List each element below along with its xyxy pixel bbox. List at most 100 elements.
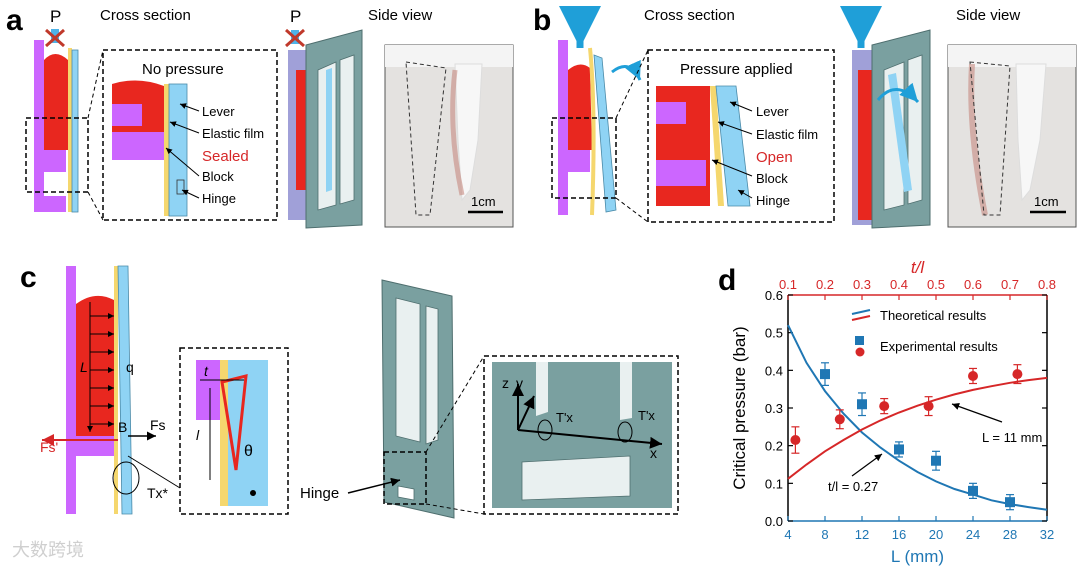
panel-a-p-label: P bbox=[50, 7, 61, 26]
y-tick-label: 0.4 bbox=[765, 363, 783, 378]
legend-marker-square bbox=[855, 336, 864, 345]
x2-tick-label: 0.1 bbox=[779, 277, 797, 292]
exp-point-square bbox=[968, 485, 978, 496]
panel-c-hinge-label: Hinge bbox=[300, 485, 339, 502]
panel-c-Tx-prime-right: T'x bbox=[638, 408, 655, 423]
exp-point-circle bbox=[968, 370, 978, 381]
panel-b-scalebar: 1cm bbox=[1034, 194, 1059, 209]
panel-c-x-axis-label: x bbox=[650, 445, 657, 461]
panel-c-t-label: t bbox=[204, 363, 209, 379]
legend-line-red bbox=[851, 315, 871, 321]
panel-a-cross-title: Cross section bbox=[100, 7, 191, 24]
exp-point-square bbox=[931, 455, 941, 466]
x-tick-label: 28 bbox=[1003, 527, 1017, 542]
y-tick-label: 0.6 bbox=[765, 288, 783, 303]
panel-b: b P Cross section Pressure applied bbox=[533, 4, 1077, 229]
x-axis-title: L (mm) bbox=[891, 547, 944, 566]
annotation-arrow-L bbox=[951, 403, 1003, 423]
panel-b-side-p-label: P bbox=[855, 7, 866, 26]
panel-b-rotation-arrow-icon bbox=[611, 59, 642, 81]
legend-label-theory: Theoretical results bbox=[880, 308, 987, 323]
panel-c-L-label: L bbox=[80, 359, 88, 375]
y-axis-title: Critical pressure (bar) bbox=[730, 326, 749, 489]
panel-b-label-block: Block bbox=[756, 171, 788, 186]
x2-tick-label: 0.7 bbox=[1001, 277, 1019, 292]
annotation-L: L = 11 mm bbox=[982, 430, 1042, 445]
x-tick-label: 16 bbox=[892, 527, 906, 542]
x-tick-label: 8 bbox=[821, 527, 828, 542]
panel-c-q-label: q bbox=[126, 359, 134, 375]
x2-tick-label: 0.8 bbox=[1038, 277, 1056, 292]
panel-c-Tx-prime-left: T'x bbox=[556, 410, 573, 425]
x-tick-label: 20 bbox=[929, 527, 943, 542]
x2-tick-label: 0.6 bbox=[964, 277, 982, 292]
exp-point-square bbox=[894, 444, 904, 455]
y-tick-label: 0.2 bbox=[765, 439, 783, 454]
exp-point-circle bbox=[790, 435, 801, 446]
exp-point-circle bbox=[834, 414, 845, 425]
watermark-text: 大数跨境 bbox=[12, 540, 84, 560]
panel-b-side-title: Side view bbox=[956, 7, 1020, 24]
panel-a-label-film: Elastic film bbox=[202, 126, 264, 141]
panel-b-side-rotation-arrow-icon bbox=[876, 82, 920, 104]
panel-c-l-label: l bbox=[196, 427, 200, 443]
panel-c-Fs-label: Fs bbox=[150, 417, 166, 433]
theory-curve-0 bbox=[787, 324, 1048, 511]
panel-b-inset: Pressure applied Lever Elastic film Open… bbox=[615, 49, 835, 223]
annotation-t: t/l = 0.27 bbox=[828, 479, 878, 494]
panel-b-side-device: P Side view 1cm bbox=[840, 6, 1077, 229]
panel-c-z-axis-label: z bbox=[502, 375, 509, 391]
exp-point-square bbox=[857, 399, 867, 410]
y-tick-label: 0.5 bbox=[765, 326, 783, 341]
panel-a-label-block: Block bbox=[202, 169, 234, 184]
panel-a-label-sealed: Sealed bbox=[202, 148, 249, 165]
exp-point-square bbox=[1005, 497, 1015, 508]
x2-tick-label: 0.2 bbox=[816, 277, 834, 292]
x-tick-label: 12 bbox=[855, 527, 869, 542]
exp-point-circle bbox=[1012, 369, 1023, 380]
panel-a: a P Cross section No pressure bbox=[6, 4, 514, 229]
exp-point-circle bbox=[923, 401, 934, 412]
y-tick-label: 0.3 bbox=[765, 401, 783, 416]
legend-label-exp: Experimental results bbox=[880, 339, 998, 354]
y-tick-label: 0.1 bbox=[765, 476, 783, 491]
panel-a-side-title: Side view bbox=[368, 7, 432, 24]
panel-b-label-open: Open bbox=[756, 149, 793, 166]
x2-tick-label: 0.4 bbox=[890, 277, 908, 292]
panel-a-inset: No pressure Lever Elastic film Sealed Bl… bbox=[87, 49, 278, 221]
panel-a-blocked-arrow-icon bbox=[45, 28, 65, 48]
panel-c: c L q Fs' Fs B Tx* bbox=[20, 261, 679, 519]
panel-b-label-hinge: Hinge bbox=[756, 193, 790, 208]
panel-a-side-device: P Side view 1cm bbox=[285, 7, 514, 229]
panel-c-force-diagram: L q Fs' Fs B Tx* bbox=[40, 265, 169, 515]
panel-c-hinge-3d: Hinge z y x T'x T'x bbox=[300, 279, 679, 519]
annotation-arrow-t bbox=[851, 453, 883, 477]
panel-label-a: a bbox=[6, 4, 23, 37]
panel-a-side-p-label: P bbox=[290, 7, 301, 26]
panel-b-cross-title: Cross section bbox=[644, 7, 735, 24]
y-tick-label: 0.0 bbox=[765, 514, 783, 529]
panel-a-label-hinge: Hinge bbox=[202, 191, 236, 206]
legend-line-blue bbox=[851, 309, 871, 315]
panel-b-cross-device bbox=[551, 40, 642, 216]
legend-marker-circle bbox=[855, 347, 865, 357]
x2-tick-label: 0.5 bbox=[927, 277, 945, 292]
panel-b-inset-title: Pressure applied bbox=[680, 61, 793, 78]
x-tick-label: 32 bbox=[1040, 527, 1054, 542]
panel-label-d: d bbox=[718, 264, 736, 297]
exp-point-square bbox=[820, 369, 830, 380]
x-tick-label: 4 bbox=[784, 527, 791, 542]
x2-tick-label: 0.3 bbox=[853, 277, 871, 292]
panel-a-inset-title: No pressure bbox=[142, 61, 224, 78]
panel-b-p-label: P bbox=[574, 7, 585, 26]
panel-b-label-film: Elastic film bbox=[756, 127, 818, 142]
theory-curve-1 bbox=[787, 376, 1048, 480]
panel-a-cross-device bbox=[25, 40, 89, 213]
panel-c-Fs-prime-label: Fs' bbox=[40, 439, 58, 455]
panel-a-scalebar: 1cm bbox=[471, 194, 496, 209]
panel-label-c: c bbox=[20, 261, 37, 294]
panel-c-B-label: B bbox=[118, 419, 127, 435]
